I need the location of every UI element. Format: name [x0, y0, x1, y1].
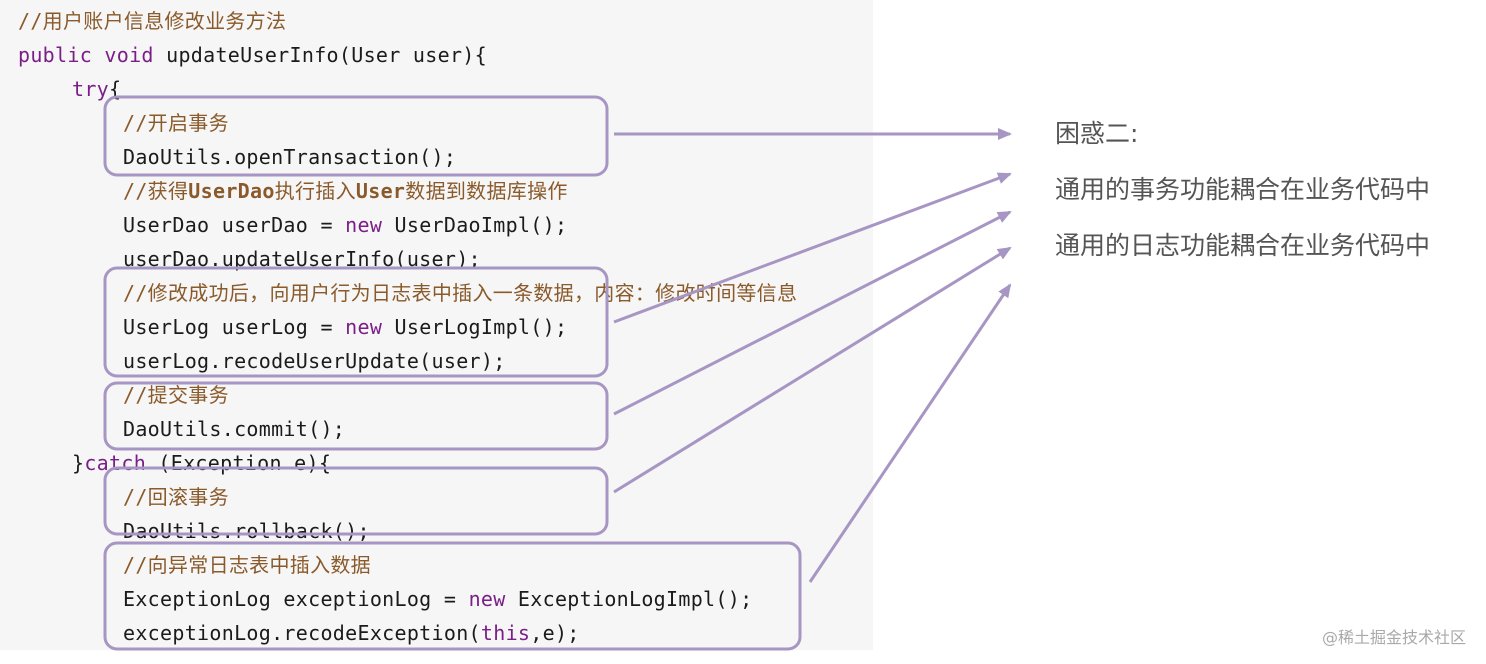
- code-token-plain: UserLog userLog =: [123, 315, 346, 339]
- logging-coupling-note: 通用的日志功能耦合在业务代码中: [1055, 231, 1431, 260]
- code-line: //修改成功后，向用户行为日志表中插入一条数据，内容：修改时间等信息: [123, 276, 797, 310]
- code-token-plain: exceptionLog.recodeException(: [123, 621, 481, 645]
- code-line: //向异常日志表中插入数据: [123, 548, 371, 582]
- confusion-heading: 困惑二:: [1055, 119, 1139, 148]
- code-token-keyword: this: [480, 621, 531, 645]
- code-line: //提交事务: [123, 378, 229, 412]
- box-open-transaction: [103, 95, 609, 177]
- code-token-comment: 执行插入: [274, 179, 356, 203]
- code-token-comment: //向异常日志表中插入数据: [123, 553, 371, 577]
- code-token-plain: UserDao userDao =: [123, 213, 346, 237]
- code-token-comment: //获得: [123, 179, 189, 203]
- code-line: //回滚事务: [123, 480, 229, 514]
- box-user-log: [103, 266, 609, 378]
- code-line: DaoUtils.commit();: [123, 412, 345, 446]
- code-token-plain: DaoUtils.commit();: [123, 417, 346, 441]
- code-line: exceptionLog.recodeException(this,e);: [123, 616, 580, 650]
- code-token-keyword: catch: [84, 451, 147, 475]
- code-token-plain: ExceptionLogImpl();: [505, 587, 753, 611]
- code-token-plain: ,e);: [530, 621, 580, 645]
- arrow-rollback: [613, 246, 1012, 494]
- code-token-comment: //提交事务: [123, 383, 229, 407]
- arrow-user-log: [613, 172, 1012, 324]
- watermark: @稀土掘金技术社区: [1321, 628, 1466, 647]
- code-token-highlight: User: [355, 179, 406, 203]
- code-line: //开启事务: [123, 106, 229, 140]
- box-exception-log: [103, 541, 802, 651]
- code-token-plain: UserLogImpl();: [382, 315, 568, 339]
- code-line: UserLog userLog = new UserLogImpl();: [123, 310, 567, 344]
- code-token-plain: (Exception e){: [146, 451, 332, 475]
- code-token-keyword: try: [72, 77, 110, 101]
- code-token-plain: userLog.recodeUserUpdate(user);: [123, 349, 506, 373]
- code-token-plain: UserDaoImpl();: [382, 213, 568, 237]
- code-token-plain: DaoUtils.rollback();: [123, 519, 370, 543]
- code-token-keyword: new: [468, 587, 506, 611]
- code-token-highlight: UserDao: [188, 179, 275, 203]
- code-token-plain: {: [109, 77, 122, 101]
- code-token-comment: //回滚事务: [123, 485, 229, 509]
- code-token-keyword: new: [345, 213, 383, 237]
- code-line: }catch (Exception e){: [72, 446, 331, 480]
- code-token-plain: updateUserInfo(User user){: [153, 43, 487, 67]
- box-rollback: [103, 466, 609, 536]
- code-token-keyword: new: [345, 315, 383, 339]
- arrow-exception-log: [808, 283, 1012, 583]
- code-line: ExceptionLog exceptionLog = new Exceptio…: [123, 582, 752, 616]
- code-token-plain: ExceptionLog exceptionLog =: [123, 587, 469, 611]
- arrow-commit: [613, 210, 1012, 416]
- transaction-coupling-note: 通用的事务功能耦合在业务代码中: [1055, 175, 1431, 204]
- code-line: //获得UserDao执行插入User数据到数据库操作: [123, 174, 568, 208]
- code-line: try{: [72, 72, 121, 106]
- code-line: public void updateUserInfo(User user){: [18, 38, 487, 72]
- code-token-comment: //开启事务: [123, 111, 229, 135]
- code-line: DaoUtils.openTransaction();: [123, 140, 456, 174]
- code-line: //用户账户信息修改业务方法: [18, 4, 286, 38]
- code-token-plain: }: [72, 451, 85, 475]
- code-token-comment: //用户账户信息修改业务方法: [18, 9, 287, 33]
- code-line: DaoUtils.rollback();: [123, 514, 370, 548]
- code-token-plain: DaoUtils.openTransaction();: [123, 145, 457, 169]
- code-line: UserDao userDao = new UserDaoImpl();: [123, 208, 567, 242]
- code-token-keyword: public: [18, 43, 93, 67]
- box-commit: [103, 381, 609, 451]
- code-token-comment: 数据到数据库操作: [405, 179, 568, 203]
- code-line: userLog.recodeUserUpdate(user);: [123, 344, 506, 378]
- code-token-comment: //修改成功后，向用户行为日志表中插入一条数据，内容：修改时间等信息: [123, 281, 798, 305]
- code-token-keyword: void: [104, 43, 154, 67]
